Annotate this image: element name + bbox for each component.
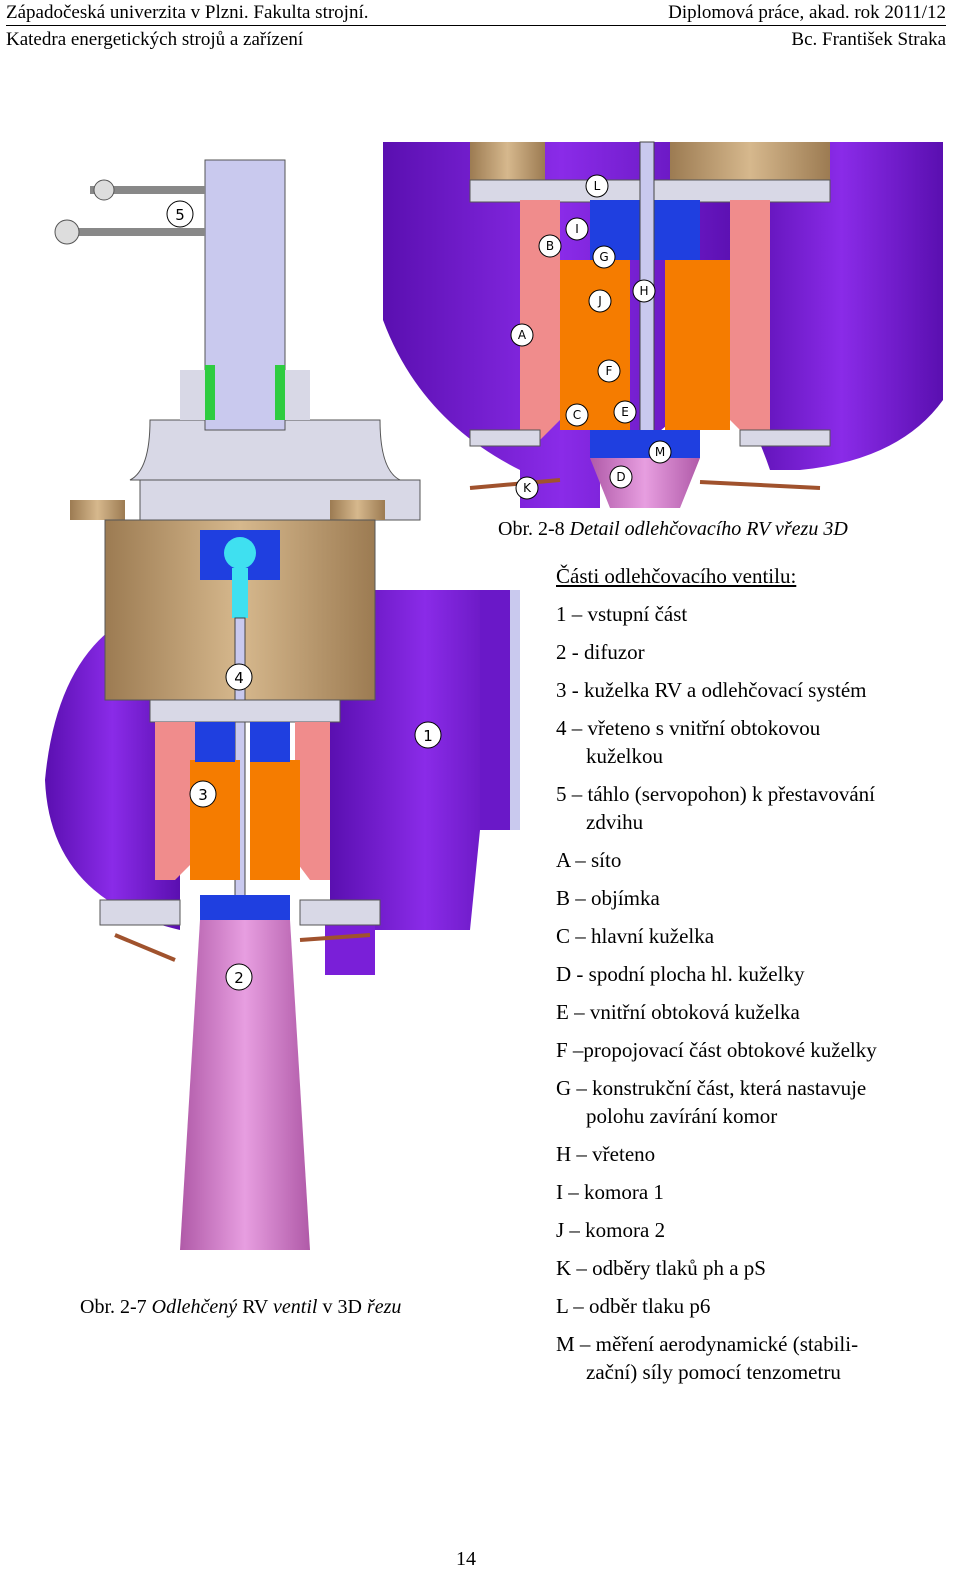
parts-legend-item-text: 2 - difuzor (556, 640, 645, 664)
parts-legend-item: L – odběr tlaku p6 (556, 1292, 951, 1320)
parts-legend-item: J – komora 2 (556, 1216, 951, 1244)
parts-legend-item-text: 5 – táhlo (servopohon) k přestavování (556, 782, 876, 806)
label-2: 2 (234, 969, 244, 987)
parts-legend-item-text: K – odběry tlaků ph a pS (556, 1256, 766, 1280)
label-M: M (655, 445, 665, 459)
parts-legend-item-text: D - spodní plocha hl. kuželky (556, 962, 805, 986)
label-E: E (621, 405, 629, 419)
label-D: D (616, 470, 625, 484)
parts-legend-item: 4 – vřeteno s vnitřní obtokovou kuželkou (556, 714, 951, 770)
parts-legend-item: D - spodní plocha hl. kuželky (556, 960, 951, 988)
parts-legend-item-continuation: polohu zavírání komor (586, 1104, 778, 1128)
parts-legend: 1 – vstupní část 2 - difuzor 3 - kuželka R… (556, 600, 951, 1396)
parts-legend-item-text: I – komora 1 (556, 1180, 664, 1204)
detail-labels: L I B G J H A F C E M D K (510, 174, 672, 500)
parts-title: Části odlehčovacího ventilu: (556, 564, 797, 588)
page-number: 14 (456, 1548, 476, 1570)
parts-legend-item-text: C – hlavní kuželka (556, 924, 715, 948)
header-university: Západočeská univerzita v Plzni. Fakulta … (6, 2, 369, 23)
parts-legend-item: B – objímka (556, 884, 951, 912)
label-B: B (546, 239, 554, 253)
parts-legend-item: M – měření aerodynamické (stabili-zační)… (556, 1330, 951, 1386)
parts-legend-item-text: H – vřeteno (556, 1142, 656, 1166)
parts-legend-item: 5 – táhlo (servopohon) k přestavování zdv… (556, 780, 951, 836)
parts-legend-item-text: E – vnitřní obtoková kuželka (556, 1000, 800, 1024)
parts-legend-item-continuation: zdvihu (586, 810, 644, 834)
label-A: A (518, 328, 527, 342)
label-K: K (523, 481, 532, 495)
parts-legend-item: E – vnitřní obtoková kuželka (556, 998, 951, 1026)
parts-legend-item: I – komora 1 (556, 1178, 951, 1206)
parts-legend-item-text: A – síto (556, 848, 622, 872)
parts-legend-item: 3 - kuželka RV a odlehčovací systém (556, 676, 951, 704)
label-J: J (597, 294, 602, 308)
header-thesis: Diplomová práce, akad. rok 2011/12 (668, 2, 946, 23)
figure-caption-2-8: Obr. 2-8 Detail odlehčovacího RV vřezu 3… (498, 518, 848, 540)
parts-legend-item-text: 1 – vstupní část (556, 602, 688, 626)
label-F: F (606, 364, 613, 378)
parts-legend-item: F –propojovací část obtokové kuželky (556, 1036, 951, 1064)
label-G: G (599, 250, 608, 264)
label-1: 1 (423, 727, 433, 745)
parts-legend-item-text: L – odběr tlaku p6 (556, 1294, 711, 1318)
valve-labels: 5 4 1 3 2 (166, 200, 442, 991)
parts-legend-item: C – hlavní kuželka (556, 922, 951, 950)
label-L: L (594, 179, 601, 193)
parts-legend-item-text: B – objímka (556, 886, 660, 910)
label-H: H (639, 284, 648, 298)
parts-legend-item-continuation: zační) síly pomocí tenzometru (586, 1360, 841, 1384)
parts-legend-item: G – konstrukční část, která nastavuje pol… (556, 1074, 951, 1130)
header-author: Bc. František Straka (791, 29, 946, 50)
parts-legend-item-continuation: kuželkou (586, 744, 663, 768)
parts-legend-item: 2 - difuzor (556, 638, 951, 666)
parts-legend-item: 1 – vstupní část (556, 600, 951, 628)
parts-legend-item: K – odběry tlaků ph a pS (556, 1254, 951, 1282)
figure-caption-2-7: Obr. 2-7 Odlehčený RV ventil v 3D řezu (80, 1296, 402, 1318)
parts-legend-item-text: F –propojovací část obtokové kuželky (556, 1038, 877, 1062)
parts-legend-item: A – síto (556, 846, 951, 874)
header-rule (6, 25, 946, 26)
parts-legend-item-text: J – komora 2 (556, 1218, 666, 1242)
valve-figure (45, 159, 520, 1250)
header-department: Katedra energetických strojů a zařízení (6, 29, 304, 50)
parts-legend-item-text: 4 – vřeteno s vnitřní obtokovou (556, 716, 821, 740)
label-4: 4 (234, 669, 244, 687)
parts-legend-item-text: M – měření aerodynamické (stabili- (556, 1332, 859, 1356)
label-I: I (575, 222, 579, 236)
parts-legend-item-text: 3 - kuželka RV a odlehčovací systém (556, 678, 867, 702)
label-3: 3 (198, 786, 208, 804)
label-5: 5 (175, 206, 185, 224)
label-C: C (573, 408, 581, 422)
parts-legend-item-text: G – konstrukční část, která nastavuje (556, 1076, 867, 1100)
parts-legend-item: H – vřeteno (556, 1140, 951, 1168)
